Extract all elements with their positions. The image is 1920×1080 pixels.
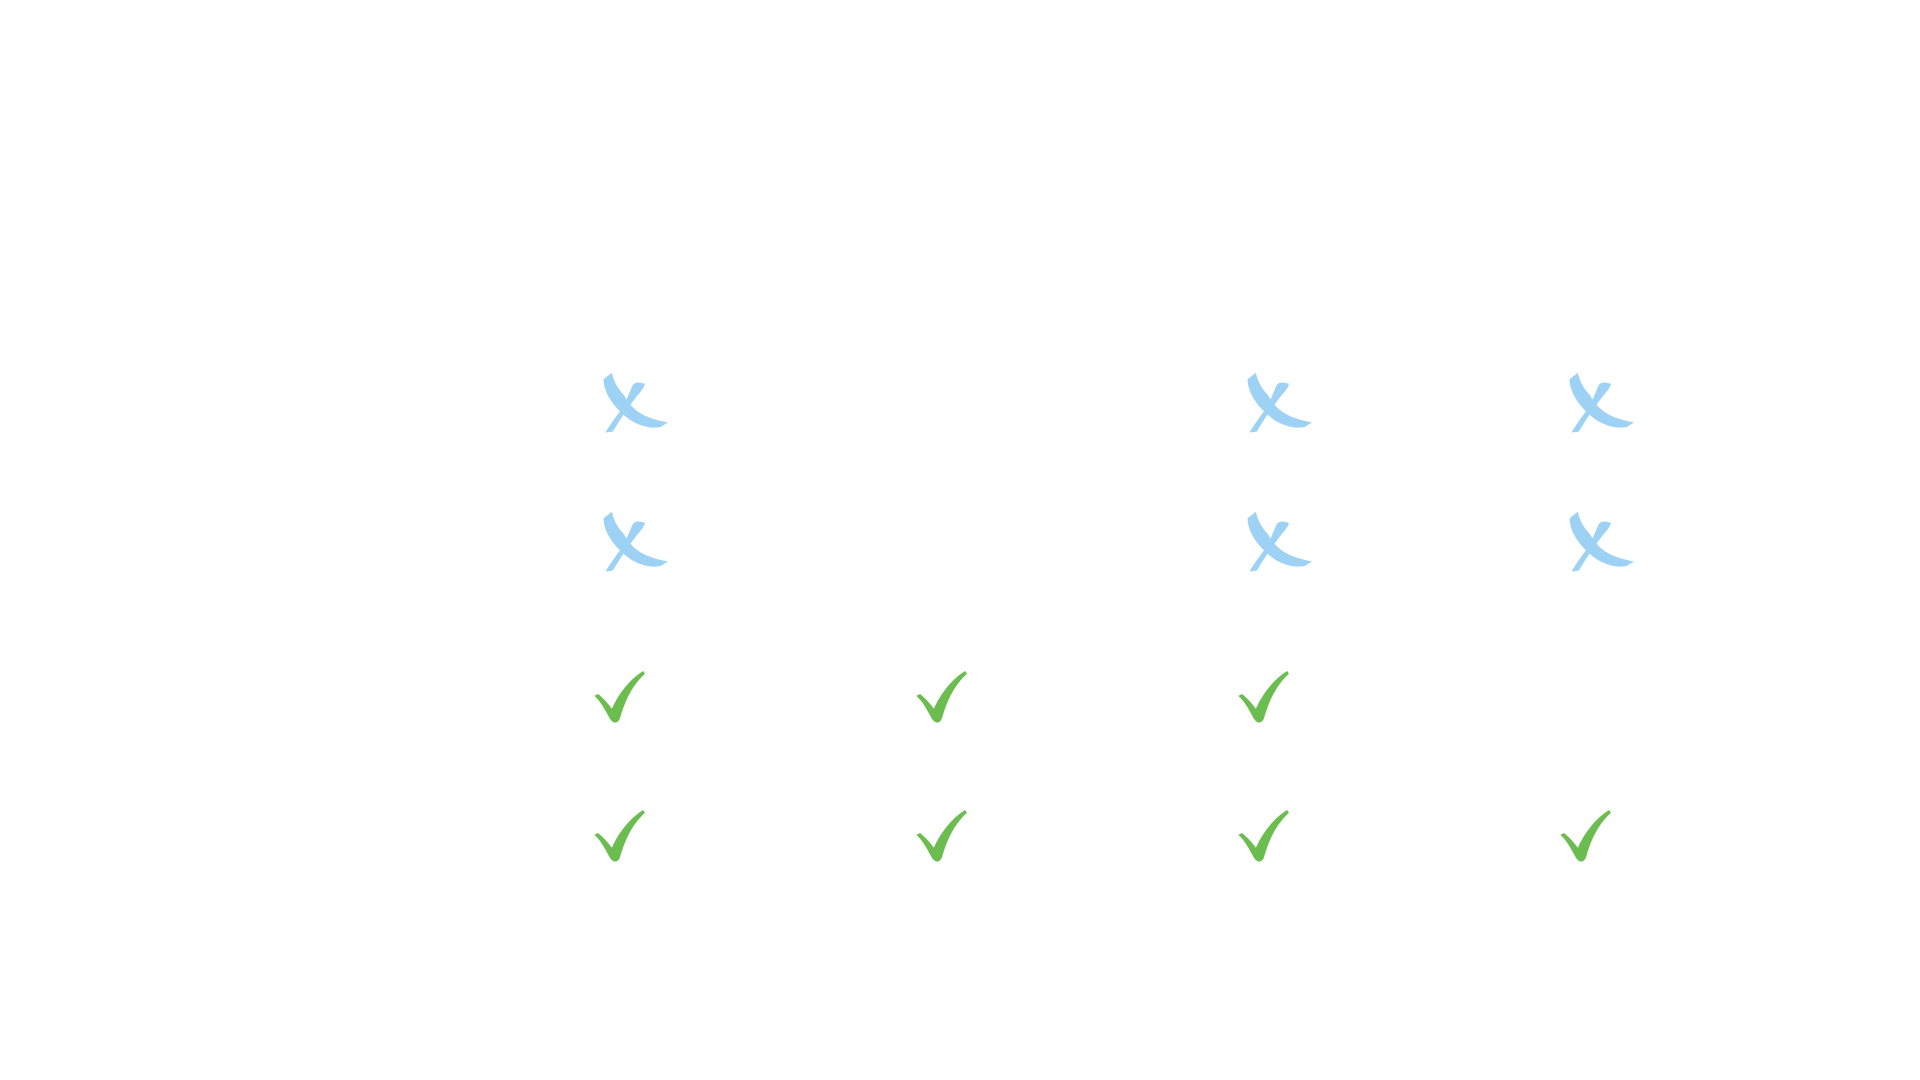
grid-cell [1229, 646, 1325, 742]
cross-icon [1231, 509, 1323, 601]
grid-cell [1229, 785, 1325, 881]
grid-cell [907, 785, 1003, 881]
check-icon [909, 648, 1001, 740]
cross-icon [587, 509, 679, 601]
grid-cell [585, 646, 681, 742]
grid-cell [1551, 507, 1647, 603]
check-icon [1553, 787, 1645, 879]
cross-icon [1569, 372, 1634, 433]
check-icon [594, 810, 645, 862]
check-icon [1238, 810, 1289, 862]
grid-cell [1551, 785, 1647, 881]
check-icon [587, 787, 679, 879]
cross-icon [603, 511, 668, 572]
cross-icon [1569, 511, 1634, 572]
grid-cell [907, 646, 1003, 742]
check-icon [916, 810, 967, 862]
check-icon [587, 648, 679, 740]
grid-cell [907, 368, 1003, 464]
cross-icon [587, 370, 679, 462]
cross-icon [1231, 370, 1323, 462]
cross-icon [1553, 509, 1645, 601]
grid-cell [1551, 368, 1647, 464]
check-icon [594, 671, 645, 723]
check-icon [916, 671, 967, 723]
check-icon [1231, 648, 1323, 740]
cross-icon [603, 372, 668, 433]
mark-grid [585, 368, 1647, 881]
grid-cell [585, 507, 681, 603]
grid-cell [907, 507, 1003, 603]
check-icon [1560, 810, 1611, 862]
grid-cell [585, 368, 681, 464]
check-icon [1231, 787, 1323, 879]
grid-cell [1551, 646, 1647, 742]
check-icon [1238, 671, 1289, 723]
grid-cell [585, 785, 681, 881]
grid-cell [1229, 507, 1325, 603]
grid-cell [1229, 368, 1325, 464]
cross-icon [1247, 511, 1312, 572]
check-icon [909, 787, 1001, 879]
cross-icon [1553, 370, 1645, 462]
cross-icon [1247, 372, 1312, 433]
